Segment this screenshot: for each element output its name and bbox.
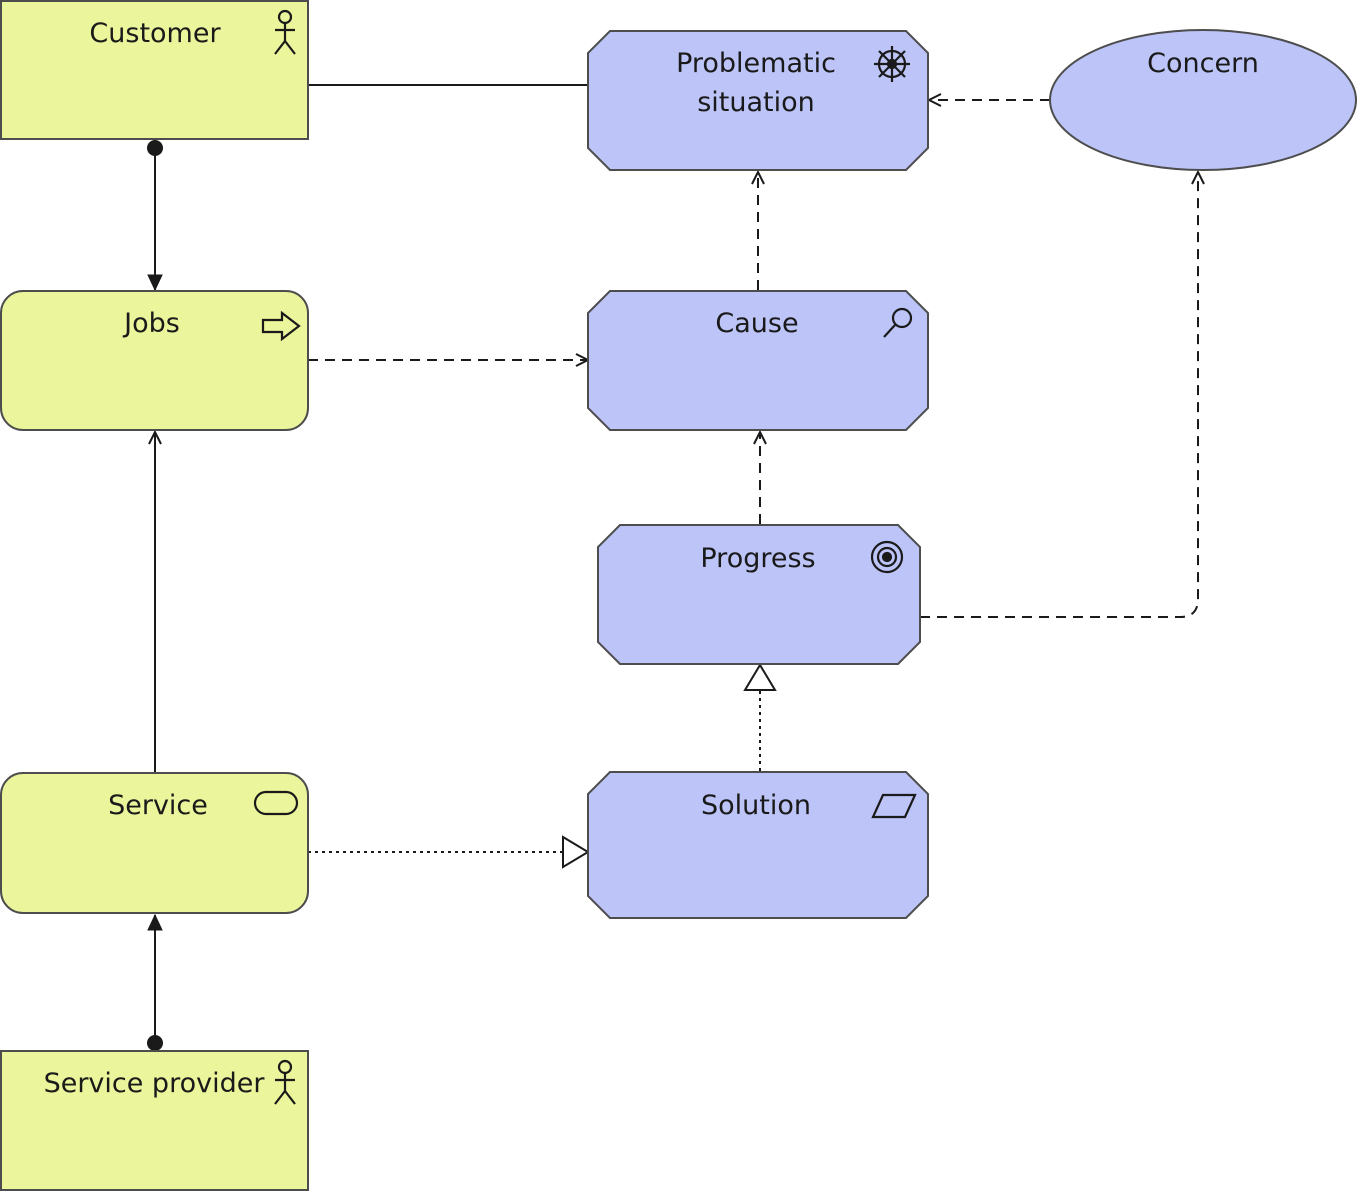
actor-icon — [274, 1059, 296, 1105]
node-cause-label: Cause — [715, 308, 798, 339]
service-icon — [253, 790, 299, 816]
node-service-provider[interactable]: Service provider — [0, 1050, 309, 1191]
node-customer[interactable]: Customer — [0, 0, 309, 140]
node-solution[interactable]: Solution — [587, 771, 929, 919]
node-progress[interactable]: Progress — [597, 524, 921, 665]
node-cause[interactable]: Cause — [587, 290, 929, 431]
node-problematic-situation-label-line2: situation — [697, 87, 815, 118]
driver-icon — [874, 46, 910, 82]
node-jobs[interactable]: Jobs — [0, 290, 309, 431]
assessment-icon — [883, 307, 913, 338]
process-arrow-icon — [261, 310, 301, 342]
node-service[interactable]: Service — [0, 772, 309, 914]
node-service-label: Service — [108, 790, 208, 821]
edge-progress-concern — [920, 172, 1198, 618]
node-concern[interactable]: Concern — [1049, 29, 1357, 171]
node-customer-label: Customer — [89, 18, 221, 49]
goal-icon — [870, 540, 904, 574]
node-service-provider-label: Service provider — [44, 1068, 266, 1099]
node-solution-label: Solution — [701, 790, 811, 821]
requirement-icon — [871, 793, 917, 819]
node-jobs-label: Jobs — [122, 308, 180, 339]
node-concern-label: Concern — [1147, 48, 1259, 79]
node-problematic-situation-label-line1: Problematic — [676, 48, 836, 79]
node-problematic-situation[interactable]: Problematic situation — [587, 30, 929, 171]
node-progress-label: Progress — [700, 543, 815, 574]
actor-icon — [274, 9, 296, 55]
